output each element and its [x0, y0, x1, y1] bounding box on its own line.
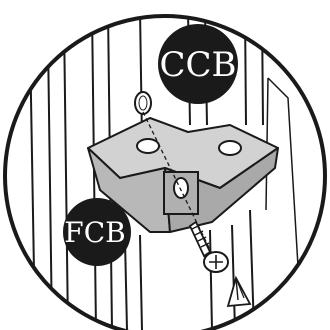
ccb-label: CCB: [159, 45, 236, 85]
fcb-label: FCB: [64, 216, 125, 249]
bracket-hole-right: [219, 141, 241, 155]
ccb-badge: CCB: [158, 24, 238, 104]
bracket-front-hole: [174, 178, 188, 198]
wall-plug-icon: [135, 92, 151, 114]
fcb-badge: FCB: [63, 198, 131, 266]
bracket-hole-left: [137, 139, 159, 153]
